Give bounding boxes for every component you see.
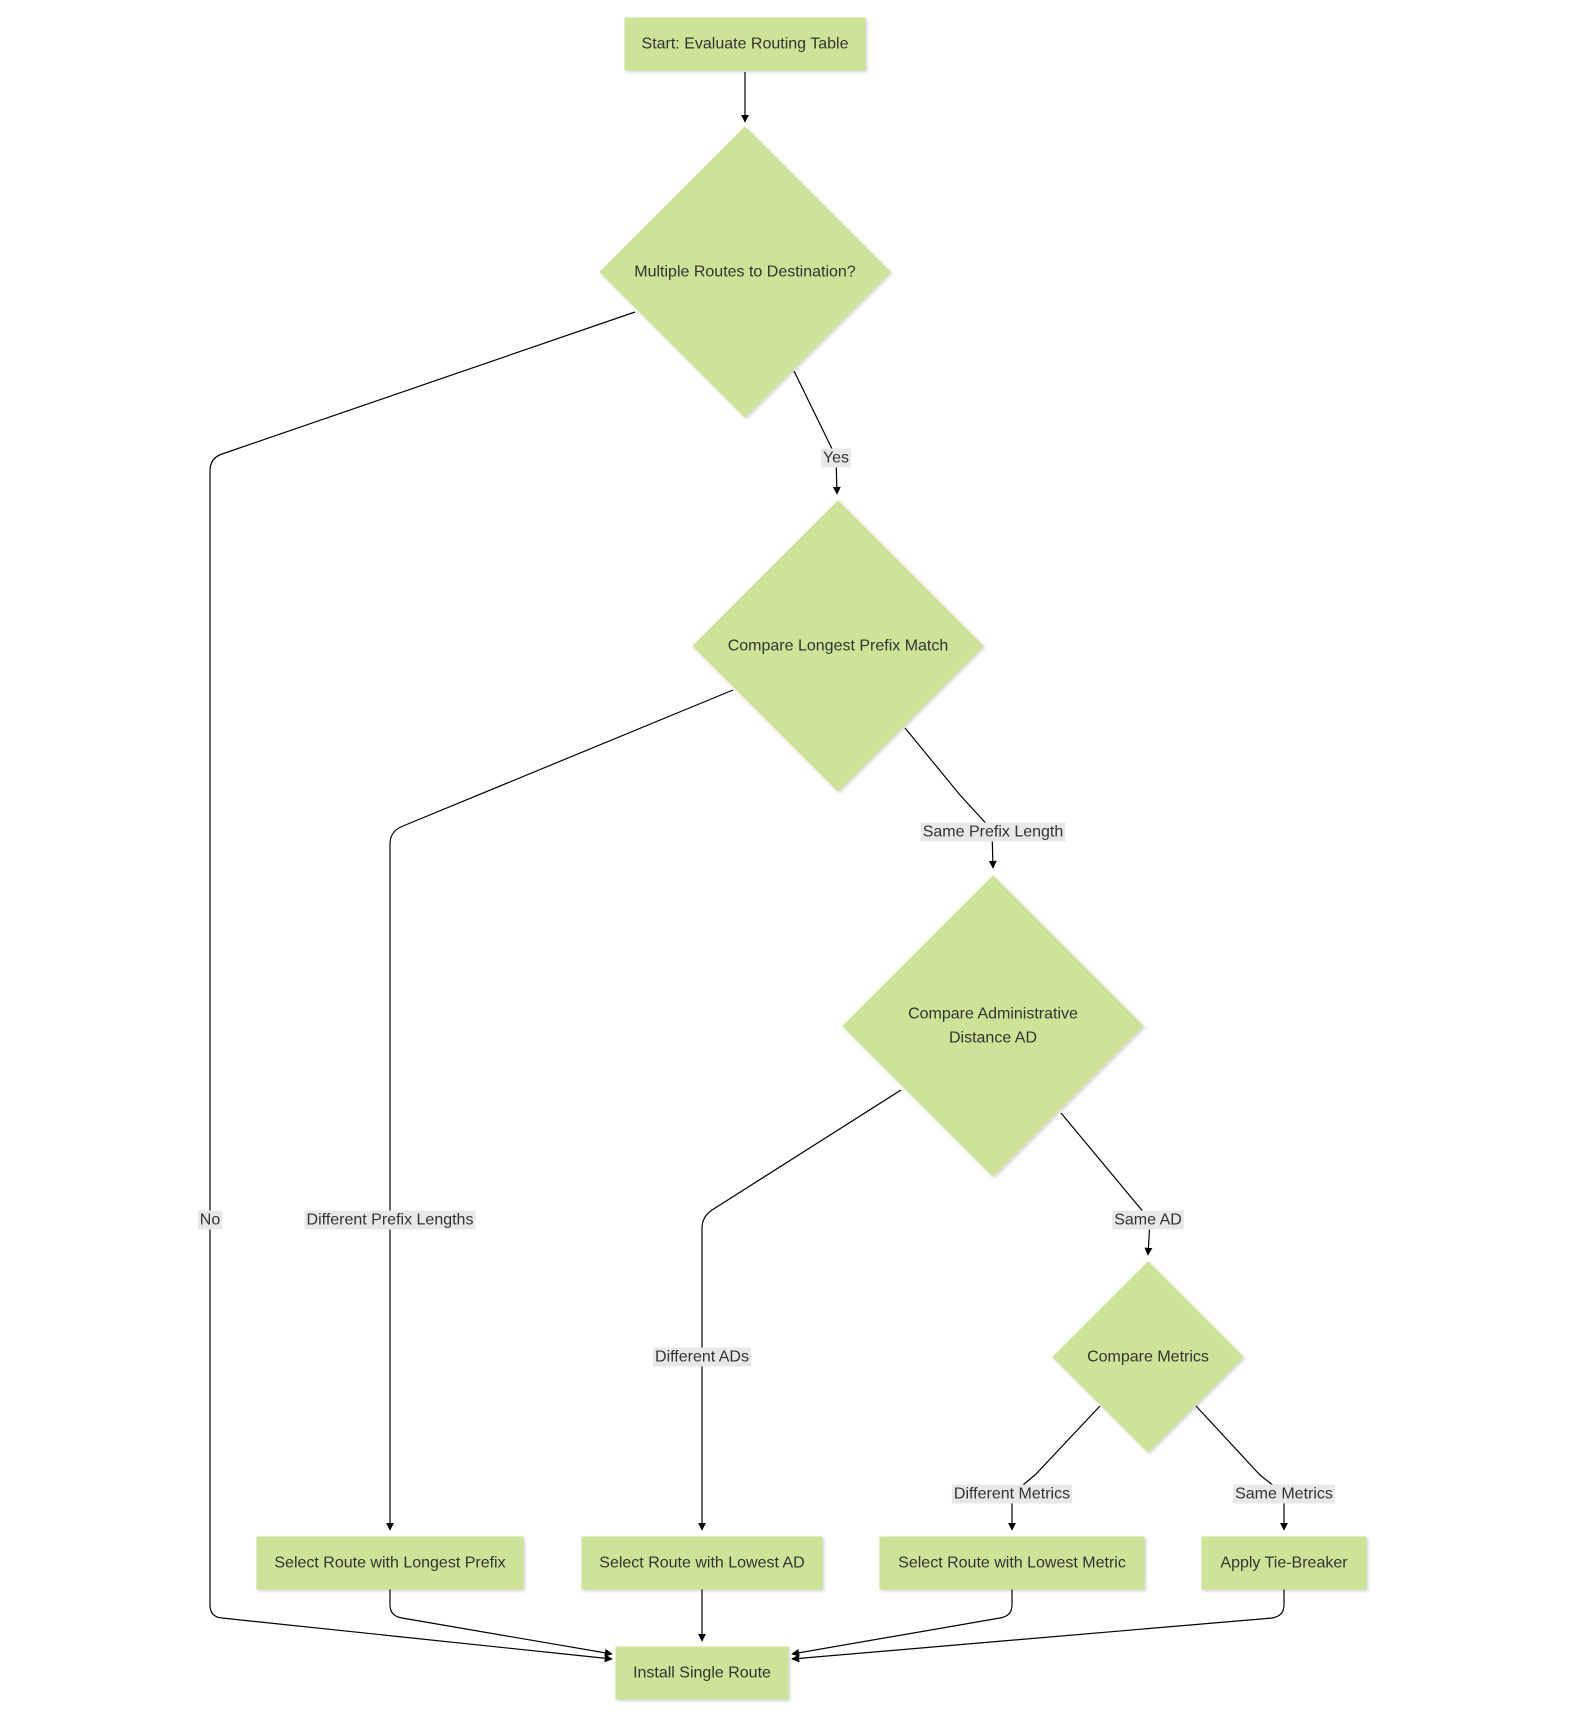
edge-label-background [920, 822, 1066, 842]
node-sel-ad: Select Route with Lowest AD [581, 1536, 823, 1590]
process-box [879, 1536, 1145, 1590]
decision-diamond [692, 500, 984, 792]
edge-label-background [820, 448, 852, 468]
edge-label: Different Metrics [951, 1484, 1073, 1504]
decision-diamond [1052, 1261, 1244, 1453]
node-label: Compare Metrics [1087, 1349, 1209, 1366]
edge-sel_metric-to-install [791, 1589, 1013, 1657]
node-label: Select Route with Longest Prefix [274, 1555, 505, 1572]
edge-ad-to-metrics [1060, 1112, 1153, 1256]
decision-diamond [599, 126, 891, 418]
node-metrics: Compare Metrics [1052, 1261, 1244, 1453]
edge-label-text: Different ADs [655, 1349, 749, 1366]
process-box [1201, 1536, 1367, 1590]
edge-sel_prefix-to-install [389, 1589, 613, 1657]
edge-ad-to-sel_ad [698, 1089, 902, 1531]
node-label: Multiple Routes to Destination? [634, 264, 856, 281]
node-tie: Apply Tie-Breaker [1201, 1536, 1367, 1590]
edge-label: Different ADs [653, 1347, 751, 1367]
decision-diamond [842, 875, 1144, 1177]
edge-label-text: Same Prefix Length [923, 824, 1064, 841]
edge-prefix-to-ad [904, 727, 997, 869]
edge-label: Different Prefix Lengths [304, 1210, 476, 1230]
edge-label-text: No [200, 1212, 221, 1229]
node-label: Distance AD [949, 1030, 1037, 1047]
node-sel-prefix: Select Route with Longest Prefix [256, 1536, 524, 1590]
node-label: Compare Longest Prefix Match [728, 638, 949, 655]
node-sel-metric: Select Route with Lowest Metric [879, 1536, 1145, 1590]
edge-label-text: Same Metrics [1235, 1486, 1333, 1503]
edge-label-background [653, 1347, 751, 1367]
edge-label: Same Prefix Length [920, 822, 1066, 842]
node-label: Install Single Route [633, 1665, 771, 1682]
edge-label: Same Metrics [1233, 1484, 1335, 1504]
process-box [256, 1536, 524, 1590]
node-label: Start: Evaluate Routing Table [642, 36, 849, 53]
edge-label: Yes [820, 448, 852, 468]
edge-tie-to-install [791, 1589, 1285, 1663]
process-box [615, 1646, 789, 1700]
edge-metrics-to-tie [1195, 1405, 1288, 1531]
edge-label-text: Same AD [1114, 1212, 1182, 1229]
node-label: Apply Tie-Breaker [1220, 1555, 1348, 1572]
edge-metrics-to-sel_metric [1008, 1405, 1101, 1531]
edge-label-background [1112, 1210, 1184, 1230]
edge-label: No [197, 1210, 223, 1230]
node-start: Start: Evaluate Routing Table [624, 17, 866, 71]
edge-label-background [197, 1210, 223, 1230]
node-label: Select Route with Lowest Metric [898, 1555, 1126, 1572]
edges-layer [209, 72, 1288, 1663]
edge-label-background [1233, 1484, 1335, 1504]
node-label: Compare Administrative [908, 1006, 1078, 1023]
edge-prefix-to-sel_prefix [386, 689, 734, 1531]
process-box [624, 17, 866, 71]
node-prefix: Compare Longest Prefix Match [692, 500, 984, 792]
node-label: Select Route with Lowest AD [599, 1555, 804, 1572]
node-install: Install Single Route [615, 1646, 789, 1700]
edge-multiple-to-install [209, 311, 636, 1663]
edge-label: Same AD [1112, 1210, 1184, 1230]
edge-label-text: Different Metrics [954, 1486, 1070, 1503]
node-multiple: Multiple Routes to Destination? [599, 126, 891, 418]
process-box [581, 1536, 823, 1590]
edge-label-background [304, 1210, 476, 1230]
edge-label-background [951, 1484, 1073, 1504]
edge-label-text: Yes [823, 450, 849, 467]
edge-multiple-to-prefix [793, 370, 841, 495]
edge-label-text: Different Prefix Lengths [307, 1212, 474, 1229]
